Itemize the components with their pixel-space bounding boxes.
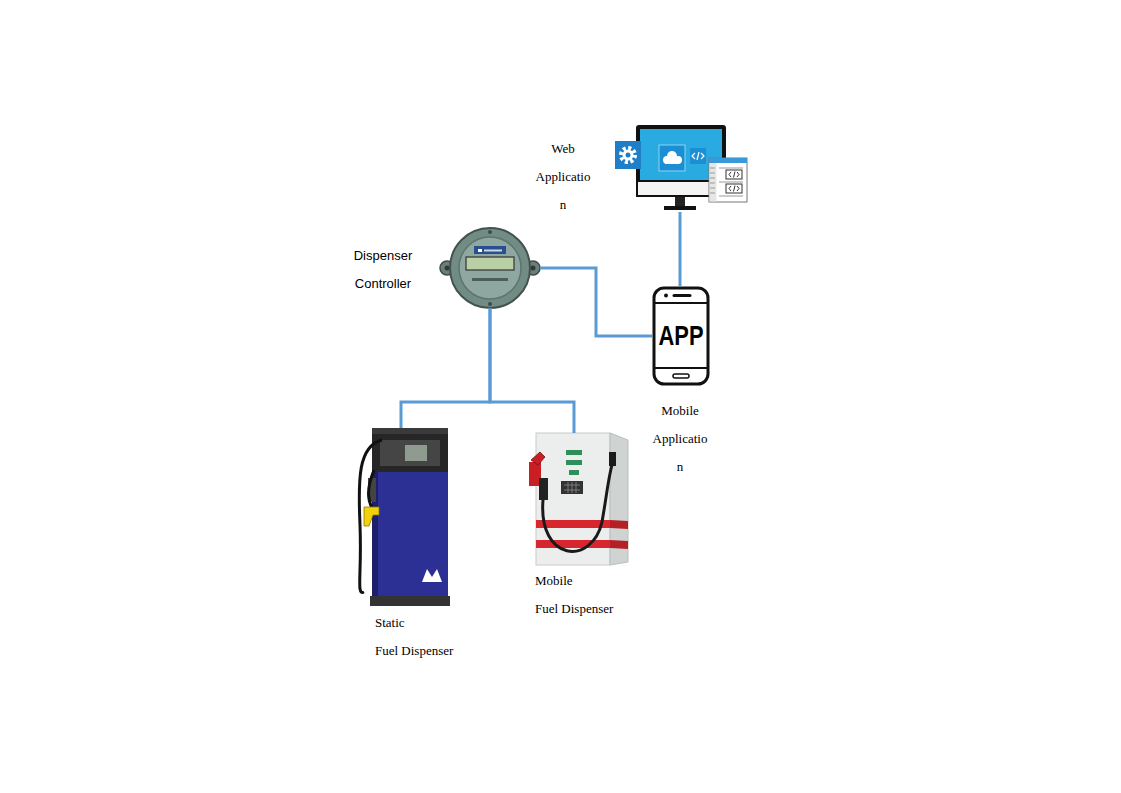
dispenser-side	[610, 433, 628, 565]
housing-bolt	[488, 230, 492, 234]
cloud-tile	[659, 145, 685, 171]
phone-home-button	[673, 374, 689, 378]
code-box	[726, 184, 742, 193]
connector-line	[679, 212, 682, 286]
fuel-hose	[359, 440, 382, 592]
phone-illustration	[654, 288, 708, 384]
cloud-shape	[665, 159, 679, 164]
mobile-dispenser-illustration	[529, 433, 628, 565]
indicator-light	[566, 450, 582, 455]
keypad-grid	[564, 482, 580, 493]
phone-body	[654, 288, 708, 384]
phone-screen-edge	[655, 302, 707, 304]
indicator-light	[569, 470, 579, 475]
code-box	[726, 170, 742, 179]
mobile-dispenser-node: Mobile Fuel Dispenser	[527, 433, 630, 567]
dispenser-head-trim	[372, 428, 448, 434]
monitor-base	[664, 206, 696, 210]
dispenser-cabinet	[372, 472, 448, 598]
brand-mark	[484, 250, 502, 252]
housing-bolt	[488, 302, 492, 306]
node-label: Static Fuel Dispenser	[375, 609, 485, 665]
controller-display	[466, 257, 514, 270]
controller-housing	[450, 228, 530, 308]
indicator-light	[566, 460, 582, 465]
connector-line	[490, 308, 574, 433]
keypad	[561, 481, 583, 494]
phone-speaker	[674, 294, 690, 297]
monitor-node: Web Application	[632, 125, 748, 212]
dispenser-panel	[380, 440, 440, 466]
monitor-neck	[675, 197, 685, 207]
controller-node: Dispenser Controller	[440, 228, 540, 308]
code-glyph	[729, 186, 739, 192]
brand-mark	[478, 249, 482, 252]
gear-tile	[615, 141, 641, 169]
node-label: Mobile Application	[651, 397, 709, 481]
ear-hole	[445, 266, 450, 271]
document-sidebar	[710, 163, 717, 202]
red-stripe	[610, 520, 628, 549]
dispenser-head	[372, 428, 448, 472]
fuel-hose	[543, 462, 613, 551]
hose-hook	[609, 452, 616, 466]
document-lines	[710, 168, 743, 196]
code-glyph	[729, 172, 739, 178]
face-marking	[472, 278, 508, 281]
document-window	[709, 158, 747, 202]
monitor-illustration	[615, 125, 747, 210]
red-stripe	[536, 520, 610, 528]
app-label: APP	[658, 319, 703, 353]
label-line: Static	[375, 609, 485, 637]
controller-illustration	[440, 228, 540, 308]
dispenser-base	[370, 596, 450, 606]
fuel-hose	[369, 470, 375, 508]
controller-face	[459, 237, 521, 299]
gear-body	[623, 150, 634, 161]
label-line: Mobile	[535, 567, 645, 595]
brand-plate	[474, 246, 506, 254]
fuel-nozzle	[531, 452, 545, 465]
gear-teeth	[621, 148, 635, 162]
phone-camera	[664, 294, 668, 298]
node-label: Web Application	[534, 135, 592, 219]
connector-line	[540, 268, 652, 336]
fuel-nozzle	[364, 507, 379, 526]
nozzle-grip	[539, 478, 548, 500]
phone-node: APPMobile Application	[652, 286, 710, 386]
red-stripe	[536, 540, 610, 548]
connector-line	[401, 308, 490, 428]
brand-logo	[422, 569, 442, 582]
code-tile	[690, 148, 706, 164]
ear-hole	[531, 266, 536, 271]
node-label: Dispenser Controller	[348, 242, 418, 298]
static-dispenser-node: Static Fuel Dispenser	[357, 428, 449, 606]
document-header	[709, 158, 747, 163]
static-dispenser-illustration	[359, 428, 450, 606]
node-label: Mobile Fuel Dispenser	[535, 567, 645, 623]
code-glyph	[692, 152, 704, 160]
phone-screen-edge	[655, 367, 707, 369]
dispenser-front	[536, 433, 610, 565]
gear-hole	[626, 153, 631, 158]
dispenser-display	[405, 445, 427, 461]
